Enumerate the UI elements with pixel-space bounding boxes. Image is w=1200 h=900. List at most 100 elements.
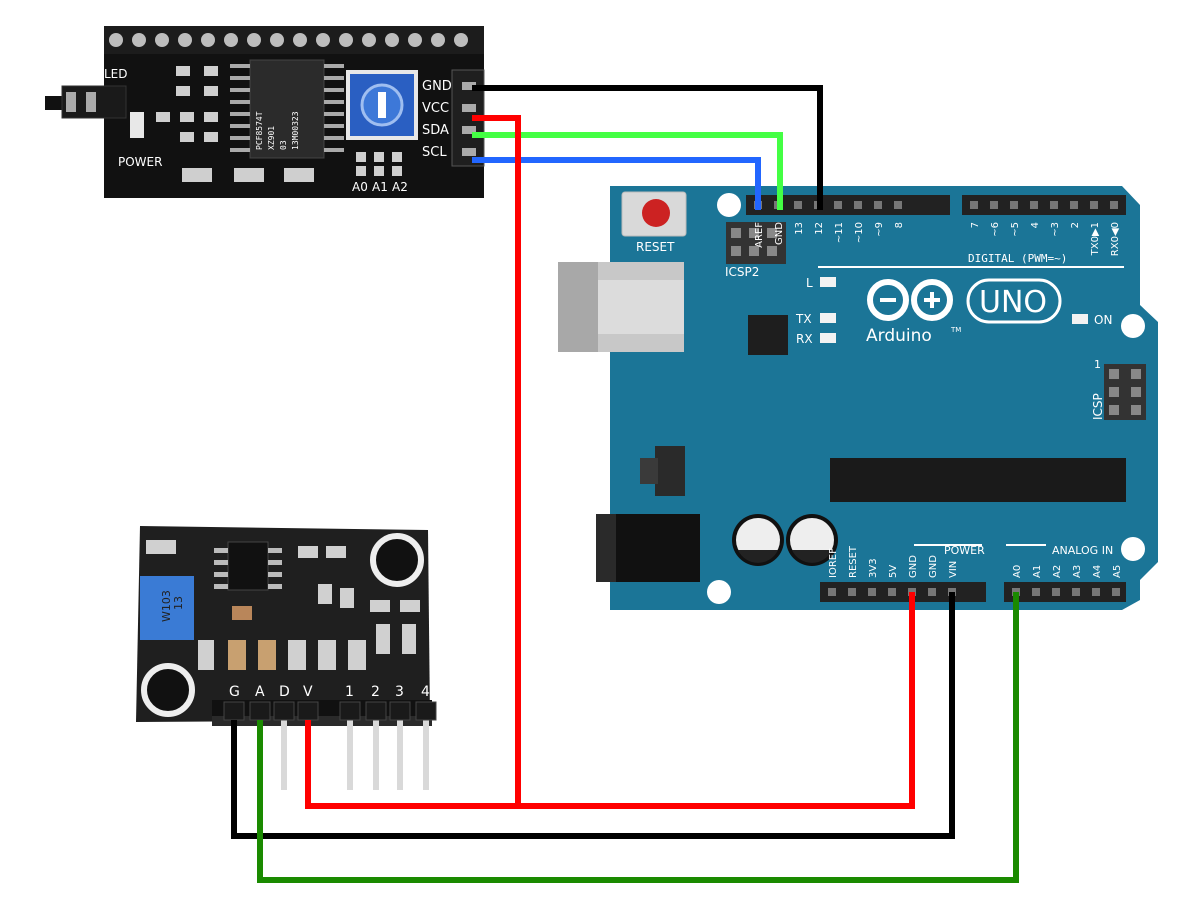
capacitor [732,514,784,566]
header-pin [408,33,422,47]
header-pin [109,33,123,47]
pin-label: RESET [848,545,859,578]
pin-label: 4 [1030,222,1041,228]
header-pin [970,201,978,209]
header-pin [888,588,896,596]
sensor-pin-label: 3 [395,684,404,700]
chip-text: PCF8574T [255,111,264,150]
header-pin [874,201,882,209]
pot-text: W103 [160,590,173,622]
led-tx-label: TX [795,312,812,326]
digital-header-left [746,195,950,215]
brand-label: Arduino [866,326,932,346]
header-pin [132,33,146,47]
pin-label-sda: SDA [422,123,449,138]
digital-divider-line [818,266,1124,268]
header-pin-socket [415,701,437,721]
header-pin [362,33,376,47]
header-pin-socket [223,701,245,721]
pin-label: 13 [794,222,805,235]
pin-label: 7 [970,222,981,228]
arduino-logo: UNO Arduino TM [866,278,1062,346]
header-pin [454,33,468,47]
header-pin [1112,588,1120,596]
led-on-label: ON [1094,313,1112,327]
header-pin [431,33,445,47]
main-chip-socket [830,458,1126,502]
pin-label: ~10 [854,222,865,243]
header-pin [1070,201,1078,209]
header-pin [1072,588,1080,596]
addr-label-a0: A0 [352,180,368,194]
pin-label: 3V3 [868,558,879,578]
analog-header-label: ANALOG IN [1052,544,1113,557]
capacitor [786,514,838,566]
contrast-potentiometer [346,70,418,140]
pin-label: VIN [948,561,959,578]
header-pin [293,33,307,47]
pin-label: ~9 [874,222,885,237]
addr-label-a1: A1 [372,180,388,194]
pin-label: 5V [888,565,899,578]
header-pin [385,33,399,47]
sensor-pin-label: D [279,684,290,700]
led-tx: TX [795,312,836,326]
mount-hole [141,663,195,717]
header-pin [1032,588,1040,596]
arduino-pcb [610,186,1158,610]
header-pin [347,720,353,790]
header-pin [868,588,876,596]
wire-sensor-analog-a0 [257,592,1019,883]
digital-header-right [962,195,1126,215]
header-pin [201,33,215,47]
header-pin [894,201,902,209]
header-pin [373,720,379,790]
voltage-regulator [640,446,685,496]
power-header-label: POWER [944,544,985,557]
digital-label: DIGITAL (PWM=~) [968,252,1067,265]
power-header [820,582,986,602]
pin-label-gnd: GND [422,79,452,94]
sensitivity-potentiometer: W103 13 [140,576,194,640]
sensor-pin-label: V [303,684,313,700]
chip-text: 13M00323 [291,111,300,150]
header-pin-socket [273,701,295,721]
wires [231,85,1019,883]
header-pin [834,201,842,209]
header-pin [1110,201,1118,209]
wire-lcd-scl [472,157,761,210]
pin-label: 12 [814,222,825,235]
arduino-uno-board: RESET ICSP2 [558,186,1158,610]
header-pin-socket [297,701,319,721]
header-pin-socket [365,701,387,721]
sensor-pcb [136,526,430,722]
led-on: ON [1072,313,1112,327]
icsp-pin1-label: 1 [1094,358,1101,371]
pin-label: GND [908,555,919,578]
pin-label: A1 [1032,565,1043,578]
reset-button: RESET [621,191,687,254]
pin-label: GND [928,555,939,578]
header-pin [316,33,330,47]
header-pin [828,588,836,596]
icsp2-label: ICSP2 [725,265,759,279]
led-rx-label: RX [796,332,813,346]
header-pin [990,201,998,209]
header-pin [339,33,353,47]
header-pin [794,201,802,209]
mount-hole [717,193,741,217]
tm-label: TM [950,326,961,334]
mount-hole [1121,314,1145,338]
led-l: L [806,276,836,290]
pin-label: A2 [1052,565,1063,578]
sensor-pin-label: A [255,684,265,700]
header-pin [928,588,936,596]
icsp-header: 1 ICSP [1091,358,1146,420]
power-divider-line [914,544,982,546]
power-led-label: POWER [118,155,162,169]
led-l-label: L [806,276,813,290]
